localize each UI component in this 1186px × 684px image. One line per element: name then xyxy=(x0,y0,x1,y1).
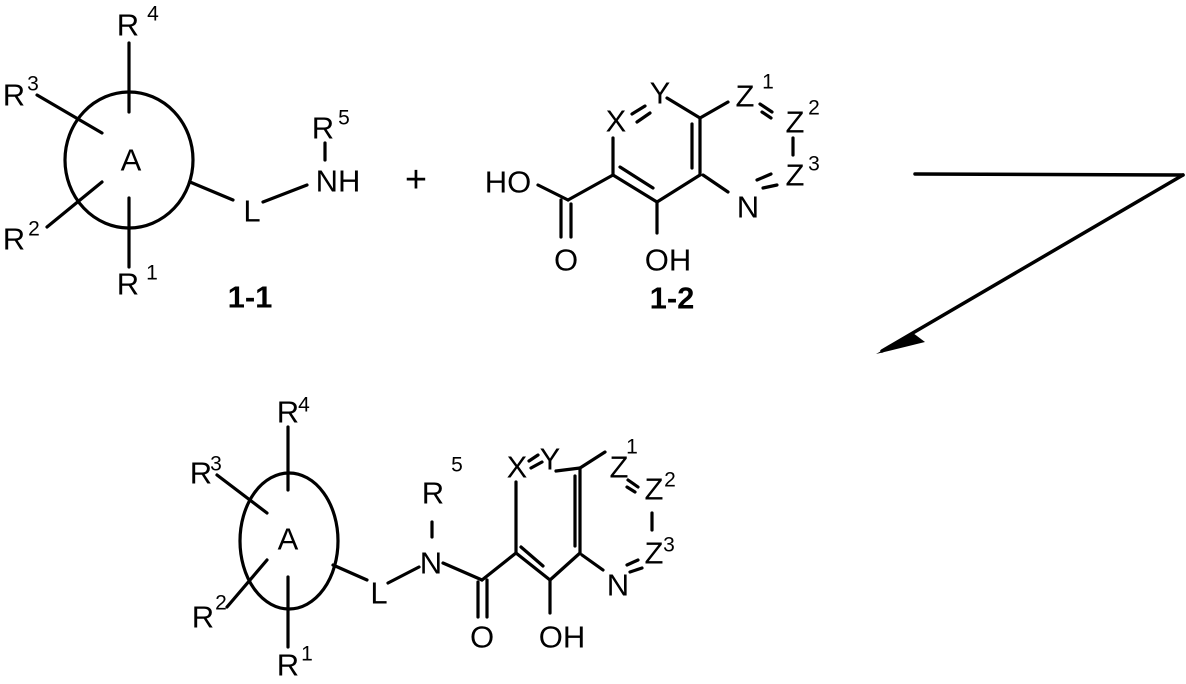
r3-label: R xyxy=(3,78,25,113)
z1-superscript: 1 xyxy=(762,71,774,94)
z2-atom: Z xyxy=(645,472,664,507)
plus-sign: + xyxy=(405,159,427,201)
r5-superscript: 5 xyxy=(338,107,350,130)
z1-atom: Z xyxy=(736,79,755,114)
z2-superscript: 2 xyxy=(808,97,820,120)
r4-superscript: 4 xyxy=(298,394,310,417)
compound-label-1-2: 1-2 xyxy=(650,281,695,316)
r3-superscript: 3 xyxy=(27,73,39,96)
y-atom: Y xyxy=(650,76,671,111)
z3-superscript: 3 xyxy=(663,534,675,557)
r2-superscript: 2 xyxy=(28,218,40,241)
r4-label: R xyxy=(277,395,299,430)
z2-superscript: 2 xyxy=(664,469,676,492)
ring-a-label: A xyxy=(121,143,142,178)
x-atom: X xyxy=(606,104,627,139)
linker-label: L xyxy=(370,576,387,611)
acid-hydroxyl: HO xyxy=(485,165,532,200)
r1-superscript: 1 xyxy=(146,262,158,285)
r3-superscript: 3 xyxy=(210,453,222,476)
z3-atom: Z xyxy=(645,536,664,571)
r5-superscript: 5 xyxy=(451,454,463,477)
carbonyl-oxygen: O xyxy=(554,243,578,278)
n-atom: N xyxy=(737,190,759,225)
r2-superscript: 2 xyxy=(215,592,227,615)
z2-atom: Z xyxy=(786,105,805,140)
amine-label: NH xyxy=(316,164,361,199)
x-atom: X xyxy=(507,450,528,485)
r1-label: R xyxy=(117,267,139,302)
n-atom: N xyxy=(607,568,629,603)
reaction-arrow xyxy=(876,174,1183,354)
y-atom: Y xyxy=(540,442,561,477)
phenol-hydroxyl: OH xyxy=(539,620,586,655)
reactant-1-2: X Y Z 1 Z 2 Z 3 N HO O OH 1-2 xyxy=(485,71,820,316)
z3-superscript: 3 xyxy=(808,153,820,176)
phenol-hydroxyl: OH xyxy=(645,243,692,278)
r2-label: R xyxy=(3,222,25,257)
bonds xyxy=(37,43,325,267)
r1-superscript: 1 xyxy=(301,643,313,666)
arrowhead-icon xyxy=(876,333,925,354)
r4-superscript: 4 xyxy=(147,3,159,26)
carbonyl-oxygen: O xyxy=(470,620,494,655)
r5-label: R xyxy=(422,476,444,511)
compound-label-1-1: 1-1 xyxy=(228,280,273,315)
r5-label: R xyxy=(312,111,334,146)
product: A xyxy=(190,394,676,683)
amide-nitrogen: N xyxy=(420,546,442,581)
r2-label: R xyxy=(192,600,214,635)
linker-label: L xyxy=(243,194,260,229)
z3-atom: Z xyxy=(786,158,805,193)
r1-label: R xyxy=(277,648,299,683)
r3-label: R xyxy=(190,456,212,491)
reactant-1-1: A R 4 R 3 R 2 R 1 L NH R 5 1-1 xyxy=(3,3,361,315)
r4-label: R xyxy=(117,8,139,43)
z1-superscript: 1 xyxy=(626,436,638,459)
ring-a-label: A xyxy=(278,522,299,557)
